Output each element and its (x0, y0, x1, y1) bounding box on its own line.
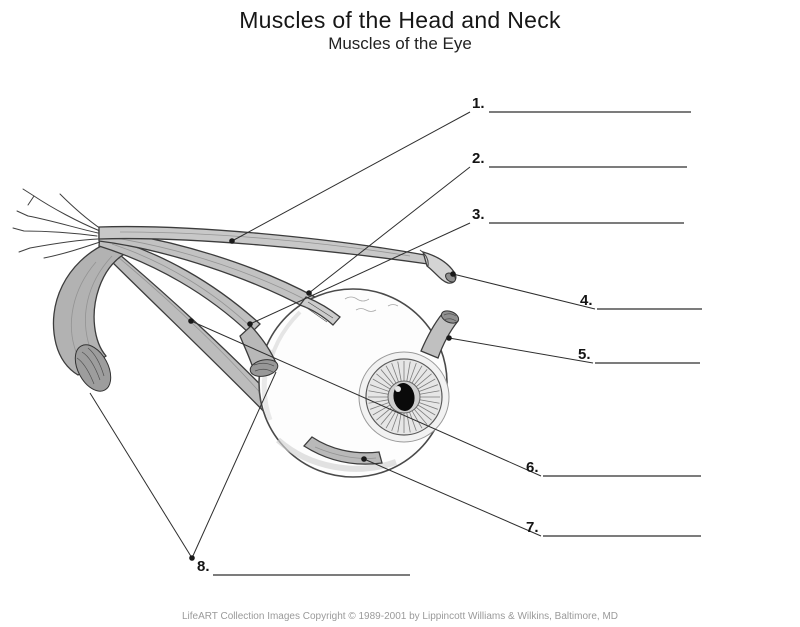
leader-line-7 (363, 458, 542, 537)
iris (358, 351, 450, 443)
iris-spoke (391, 363, 399, 383)
iris-spoke (417, 378, 436, 390)
label-number-3: 3. (472, 206, 485, 223)
label-dot-4 (450, 271, 456, 277)
iris-spoke (419, 390, 440, 395)
iris-spoke (406, 412, 411, 433)
trochlea-loop (419, 249, 429, 267)
page-subtitle: Muscles of the Eye (328, 34, 472, 53)
origin-strand (43, 241, 101, 259)
iris-spoke (370, 402, 390, 410)
iris-spoke (385, 410, 397, 429)
iris-spoke (415, 373, 432, 388)
leader-line-6 (190, 320, 542, 477)
muscle-streak (114, 237, 307, 301)
iris-spoke (380, 369, 395, 386)
origin-strand (16, 210, 99, 234)
origin-strand (12, 227, 98, 237)
iris-spoke (411, 365, 423, 384)
origin-strand (22, 188, 35, 206)
iris-spoke (411, 410, 423, 429)
iris-spoke (368, 399, 389, 404)
iris-spoke (409, 411, 417, 431)
iris-spoke (372, 404, 391, 416)
iris-spoke (368, 390, 389, 395)
muscle-streak (85, 255, 113, 349)
muscle-streak (119, 231, 411, 257)
origin-strand (33, 195, 101, 232)
iris-spoke (376, 373, 393, 388)
iris-spoke (376, 406, 393, 421)
iris-spoke (413, 369, 428, 386)
iris-spoke (391, 411, 399, 431)
pupil-highlight (395, 386, 401, 392)
iris-spoke (406, 361, 411, 382)
leader-line-8 (89, 392, 193, 559)
iris-spoke (397, 361, 402, 382)
muscle-streak (71, 261, 97, 353)
page-title: Muscles of the Head and Neck (239, 7, 561, 33)
leader-line-1 (231, 111, 471, 242)
leader-line-2 (308, 166, 471, 294)
iris-spokes (368, 361, 440, 433)
iris-spoke (380, 408, 395, 425)
cut-striations (443, 313, 457, 322)
label-number-2: 2. (472, 150, 485, 167)
origin-strand (59, 193, 102, 230)
label-number-7: 7. (526, 519, 539, 536)
origin-strand (18, 238, 99, 253)
iris-spoke (418, 402, 438, 410)
label-dot-7 (361, 456, 367, 462)
iris-spoke (419, 399, 440, 404)
medial-rectus-cut-end (239, 325, 279, 377)
leader-line-8 (191, 371, 277, 559)
label-annotations: 1. 2. 3. 4. 5. 6. 7. 8. (89, 95, 702, 576)
iris-spoke (413, 408, 428, 425)
label-dot-1 (229, 238, 235, 244)
label-dot-8 (189, 555, 195, 561)
label-number-4: 4. (580, 292, 593, 309)
iris-spoke (397, 412, 402, 433)
copyright-text: LifeART Collection Images Copyright © 19… (181, 611, 619, 622)
iris-spoke (418, 384, 438, 392)
label-number-5: 5. (578, 346, 591, 363)
label-dot-2 (306, 290, 312, 296)
lateral-rectus-cut-stub (420, 310, 460, 359)
label-number-1: 1. (472, 95, 485, 112)
iris-spoke (409, 363, 417, 383)
cut-striations (253, 362, 275, 373)
iris-spoke (372, 378, 391, 390)
label-dot-3 (247, 321, 253, 327)
iris-spoke (417, 404, 436, 416)
sclera-texture (344, 296, 399, 312)
leader-line-5 (448, 337, 594, 364)
iris-spoke (415, 406, 432, 421)
cut-striations (76, 347, 105, 385)
muscle-streak (314, 446, 377, 459)
leader-line-4 (452, 273, 596, 310)
iris-spoke (385, 365, 397, 384)
leader-line-3 (249, 222, 471, 325)
muscle-streak (111, 243, 253, 329)
iris-spoke (370, 384, 390, 392)
label-number-8: 8. (197, 558, 210, 575)
insertion-striations (303, 301, 334, 323)
cut-muscle-face-left (74, 344, 112, 392)
label-number-6: 6. (526, 459, 539, 476)
superior-rectus-insertion (298, 296, 341, 326)
label-dot-5 (446, 335, 452, 341)
label-dot-6 (188, 318, 194, 324)
sclera-shading (276, 437, 397, 472)
muscle-origin-strands (12, 188, 102, 259)
muscle-bands (52, 225, 457, 427)
